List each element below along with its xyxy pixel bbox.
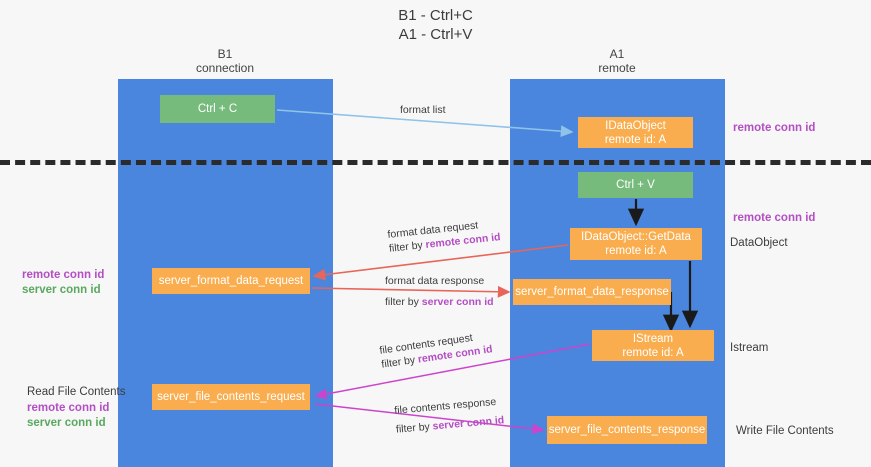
lane-header-a1: A1 remote [532, 47, 702, 75]
box-istream-line-2: remote id: A [622, 346, 684, 359]
label-right-dataobject: DataObject [730, 237, 788, 249]
box-server-file-contents-response[interactable]: server_file_contents_response [547, 416, 707, 444]
filter-by-prefix: filter by [388, 239, 427, 255]
label-left-server-conn-id-2: server conn id [27, 417, 106, 429]
box-server-file-contents-request[interactable]: server_file_contents_request [152, 384, 310, 410]
label-right-remote-conn-id-mid: remote conn id [733, 212, 816, 224]
arrow-file-contents-request [314, 343, 591, 400]
box-getdata-line-2: remote id: A [605, 245, 667, 257]
box-idataobject-text: IDataObject remote id: A [605, 119, 666, 147]
box-server-format-data-response[interactable]: server_format_data_response [513, 279, 671, 305]
box-idataobject-getdata[interactable]: IDataObject::GetData remote id: A [570, 228, 702, 260]
label-right-istream: Istream [730, 342, 769, 354]
filter-key-server-conn-id: server conn id [421, 296, 494, 308]
box-istream-text: IStream remote id: A [622, 332, 683, 360]
label-left-conn-ids: remote conn id server conn id [22, 268, 104, 298]
lane-header-a1-name: A1 [609, 47, 625, 61]
section-divider [0, 160, 871, 165]
label-right-write-file-contents: Write File Contents [736, 425, 834, 437]
label-left-remote-conn-id: remote conn id [22, 269, 105, 281]
box-getdata-text: IDataObject::GetData remote id: A [581, 230, 691, 258]
box-istream[interactable]: IStream remote id: A [592, 330, 714, 361]
label-left-remote-conn-id-2: remote conn id [27, 402, 110, 414]
box-ctrl-c[interactable]: Ctrl + C [160, 95, 275, 123]
box-server-file-contents-request-label: server_file_contents_request [157, 391, 305, 403]
label-left-conn-ids-2: remote conn id server conn id [27, 401, 109, 431]
box-idataobject-line-1: IDataObject [605, 119, 666, 132]
lane-header-b1-subtitle: connection [195, 61, 255, 75]
box-idataobject-line-2: remote id: A [604, 133, 667, 146]
lane-header-b1: B1 connection [140, 47, 310, 75]
arrow-format-list [276, 109, 574, 138]
box-server-format-data-request-label: server_format_data_request [158, 275, 304, 287]
label-right-remote-conn-id-top: remote conn id [733, 122, 816, 134]
box-server-format-data-response-label: server_format_data_response [515, 286, 669, 298]
edge-label-format-data-response-title: format data response [385, 275, 485, 287]
arrow-format-data-request [312, 244, 569, 281]
box-getdata-line-1: IDataObject::GetData [581, 231, 691, 243]
edge-label-format-list: format list [400, 104, 446, 116]
label-left-read-file-contents: Read File Contents [27, 386, 126, 398]
title-line-1: B1 - Ctrl+C [398, 7, 473, 24]
box-server-file-contents-response-label: server_file_contents_response [548, 424, 706, 436]
box-ctrl-c-label: Ctrl + C [197, 103, 238, 115]
filter-by-prefix: filter by [385, 296, 422, 308]
filter-by-prefix: filter by [395, 420, 434, 436]
diagram-title: B1 - Ctrl+C A1 - Ctrl+V [0, 6, 871, 44]
lane-header-b1-name: B1 [217, 47, 233, 61]
box-istream-line-1: IStream [632, 332, 674, 345]
box-ctrl-v-label: Ctrl + V [616, 179, 655, 191]
arrow-format-data-response [311, 285, 511, 298]
box-idataobject[interactable]: IDataObject remote id: A [578, 117, 693, 148]
box-ctrl-v[interactable]: Ctrl + V [578, 172, 693, 198]
arrow-file-contents-response [314, 403, 545, 435]
lane-header-a1-subtitle: remote [598, 61, 636, 75]
title-line-2: A1 - Ctrl+V [398, 26, 473, 43]
box-server-format-data-request[interactable]: server_format_data_request [152, 268, 310, 294]
edge-label-format-data-response: format data response filter by server co… [385, 274, 494, 309]
label-left-server-conn-id: server conn id [22, 284, 101, 296]
edge-label-format-data-response-filter: filter by server conn id [385, 295, 494, 309]
